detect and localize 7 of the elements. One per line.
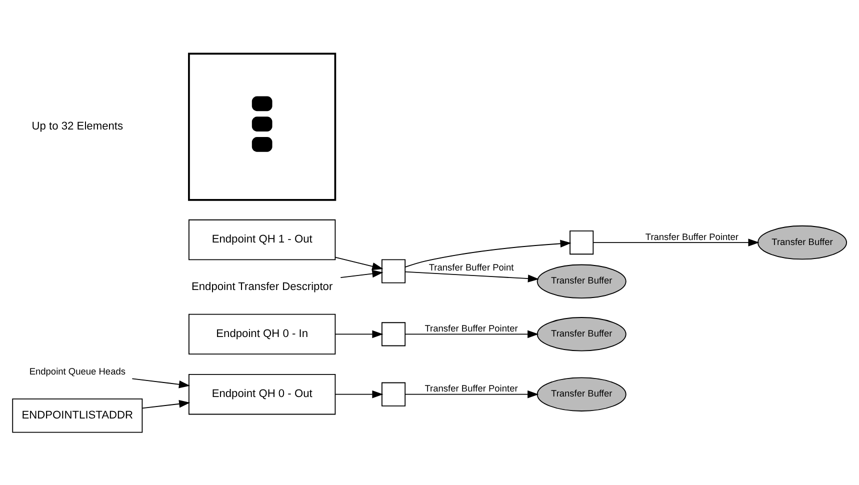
node-text: Endpoint Transfer Descriptor (191, 280, 333, 292)
edge-label: Transfer Buffer Pointer (424, 322, 518, 333)
edge-label: Transfer Buffer Point (428, 262, 514, 272)
edge-label: Transfer Buffer Pointer (645, 231, 738, 242)
edge-label: Transfer Buffer Pointer (424, 383, 518, 394)
label: Up to 32 Elements (32, 120, 124, 132)
node-text: Endpoint Queue Heads (29, 366, 126, 376)
